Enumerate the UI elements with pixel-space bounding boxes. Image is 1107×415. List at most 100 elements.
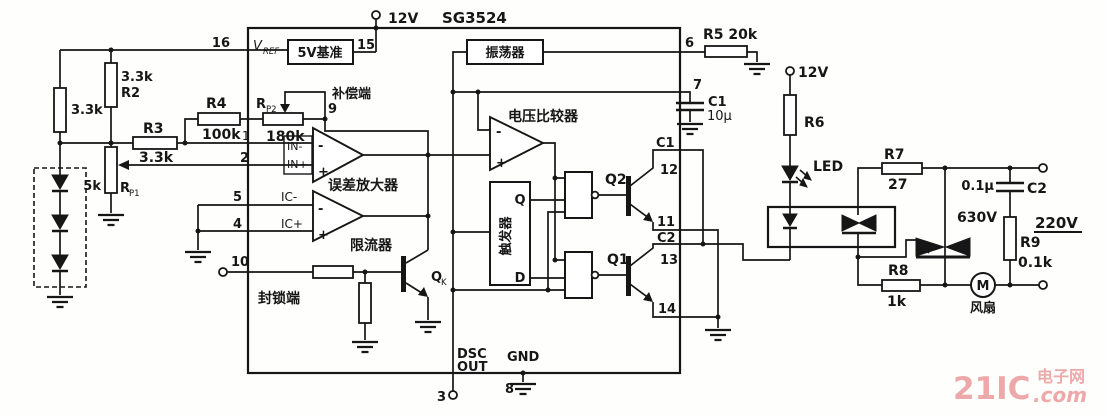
- main-triac-icon: [915, 237, 971, 259]
- wire: [629, 149, 704, 244]
- mains-terminal-top: [1038, 163, 1048, 173]
- resistor-r7-body: [881, 162, 923, 175]
- limiter-amp-triangle: [312, 189, 366, 243]
- wire: [629, 243, 790, 267]
- junction-dots: [57, 25, 1013, 376]
- r1-value-label: 3.3k: [71, 103, 103, 118]
- wire: [284, 91, 429, 155]
- r7-value-label: 27: [888, 177, 907, 193]
- comparator-plus-sign: +: [496, 156, 507, 171]
- pin1-label: 1: [242, 129, 250, 143]
- ground-icon: [183, 250, 213, 264]
- ic-minus-label: IC-: [281, 190, 297, 204]
- wire: [453, 91, 691, 122]
- watermark-com: .com: [1033, 383, 1087, 407]
- rp1-sub-label: P1: [129, 189, 140, 199]
- vref-label: V: [253, 39, 263, 54]
- qk-label: Q: [431, 270, 442, 285]
- capacitor-c1-plates: [676, 101, 704, 112]
- pin16-label: 16: [212, 36, 230, 51]
- rp2-wiper-arrowhead: [280, 104, 290, 113]
- gate-top-box: [564, 171, 593, 219]
- arrowheads: [118, 104, 290, 170]
- r7-label: R7: [884, 147, 905, 163]
- error-amp-label: 误差放大器: [328, 177, 399, 194]
- gate-bottom-output-bubble: [590, 270, 600, 280]
- ground-icon: [350, 340, 380, 354]
- ground-icon: [413, 320, 443, 334]
- triac-triangle: [857, 214, 877, 232]
- opto-triac-icon: [841, 214, 877, 235]
- resistor-r4-body: [197, 112, 241, 126]
- error-amp-plus-sign: +: [318, 165, 329, 180]
- diode-triangle: [782, 213, 798, 227]
- resistor-r8-body: [881, 279, 921, 292]
- pin4-label: 4: [233, 217, 242, 232]
- ground-icon: [96, 213, 126, 227]
- wire: [857, 167, 882, 215]
- r3-label: R3: [143, 121, 164, 137]
- limiter-label: 限流器: [350, 237, 393, 254]
- transistors: [401, 176, 653, 302]
- triac-triangle: [944, 237, 971, 257]
- ground-icon: [45, 295, 75, 309]
- watermark-cn: 电子网: [1037, 367, 1085, 386]
- qk-emitter-arrowhead: [418, 287, 428, 297]
- rp2-value-label: 180k: [266, 129, 305, 145]
- fan-label: 风扇: [970, 300, 996, 316]
- r4-label: R4: [206, 96, 227, 112]
- terminals: [218, 10, 1048, 400]
- motor-m-label: M: [977, 279, 990, 294]
- labels: 12V SG3524 16 V REF 5V基准 15 振荡器 6 R5 20k…: [71, 9, 1078, 405]
- in-minus-label: IN-: [287, 140, 302, 153]
- ground-icon: [703, 328, 733, 342]
- watermark: 21IC 电子网 .com: [953, 367, 1087, 407]
- wire: [353, 19, 377, 53]
- amplifiers: [312, 115, 546, 243]
- wire: [477, 92, 490, 131]
- c1-value-label: 10μ: [707, 109, 732, 124]
- pin10-label: 10: [231, 255, 249, 270]
- led-label: LED: [813, 159, 843, 175]
- resistor-r6-body: [783, 94, 797, 136]
- wire: [452, 51, 467, 391]
- supply-terminal-12v-top: [371, 10, 381, 20]
- r4-value-label: 100k: [202, 127, 241, 143]
- resistor-r1-body: [53, 87, 67, 133]
- capacitor-c2-plates: [996, 181, 1024, 193]
- wire: [543, 51, 758, 62]
- led-triangle: [781, 165, 799, 182]
- opto-led-icon: [782, 213, 798, 230]
- error-amp-minus-sign: -: [318, 139, 323, 154]
- sensor-diode-icon: [51, 254, 69, 273]
- flipflop-label: 触发器: [498, 216, 514, 257]
- pin2-wiper-arrowhead: [118, 160, 129, 170]
- motor-circle: [970, 272, 996, 298]
- pin14-label: 14: [658, 302, 676, 317]
- wire: [599, 194, 627, 276]
- pot-rp2-body: [262, 112, 304, 126]
- resistor-r5-body: [704, 45, 748, 58]
- wire: [405, 249, 429, 264]
- pin8-label: 8: [505, 382, 514, 397]
- transistor-q2-bar: [626, 176, 631, 216]
- shutdown-resistor-h-body: [312, 265, 354, 279]
- r2-value-label: 3.3k: [121, 70, 153, 85]
- transistor-qk-bar: [401, 256, 406, 292]
- pin3-label: 3: [437, 390, 446, 405]
- triac-triangle: [841, 214, 861, 232]
- rp1-value-label: 5k: [83, 179, 101, 194]
- r8-label: R8: [888, 263, 909, 279]
- terminal-pin3: [448, 390, 458, 400]
- pin5-label: 5: [233, 190, 242, 205]
- wire: [405, 282, 429, 320]
- led-ray-arrowhead: [799, 177, 808, 188]
- r3-value-label: 3.3k: [139, 150, 174, 166]
- r9-value-label: 0.1k: [1018, 255, 1053, 271]
- wire: [197, 204, 313, 250]
- flipflop-box: [489, 181, 531, 286]
- diode-triangle: [51, 254, 69, 271]
- r2-label: R2: [121, 86, 140, 101]
